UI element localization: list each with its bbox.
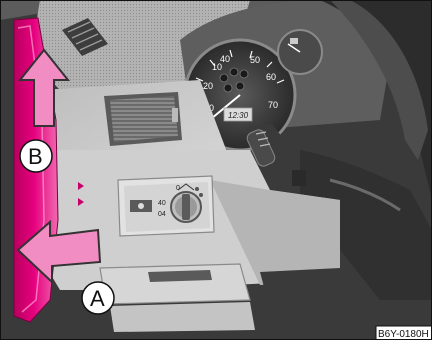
callout-a: A [82,282,114,314]
fuel-gauge [278,30,322,74]
callout-b-label: B [28,144,43,169]
speed-tick-label: 60 [266,72,276,82]
light-switch-mark: 0 [176,185,180,192]
speed-tick-label: 70 [268,100,278,110]
fog-light-indicator [130,200,152,212]
lcd-time: 12:30 [228,111,249,120]
light-switch-unit: 0 40 04 [118,176,214,236]
light-switch-mark: 40 [158,200,166,207]
reference-code: B6Y-0180H [378,329,429,340]
reference-code-box: B6Y-0180H [376,326,432,340]
callout-a-label: A [90,286,105,311]
speed-tick-label: 50 [250,55,260,65]
callout-b: B [20,140,52,172]
speed-tick-label: 40 [220,54,230,64]
air-vent [104,92,182,146]
speed-tick-label: 20 [203,81,213,91]
light-switch-mark: 04 [158,211,166,218]
